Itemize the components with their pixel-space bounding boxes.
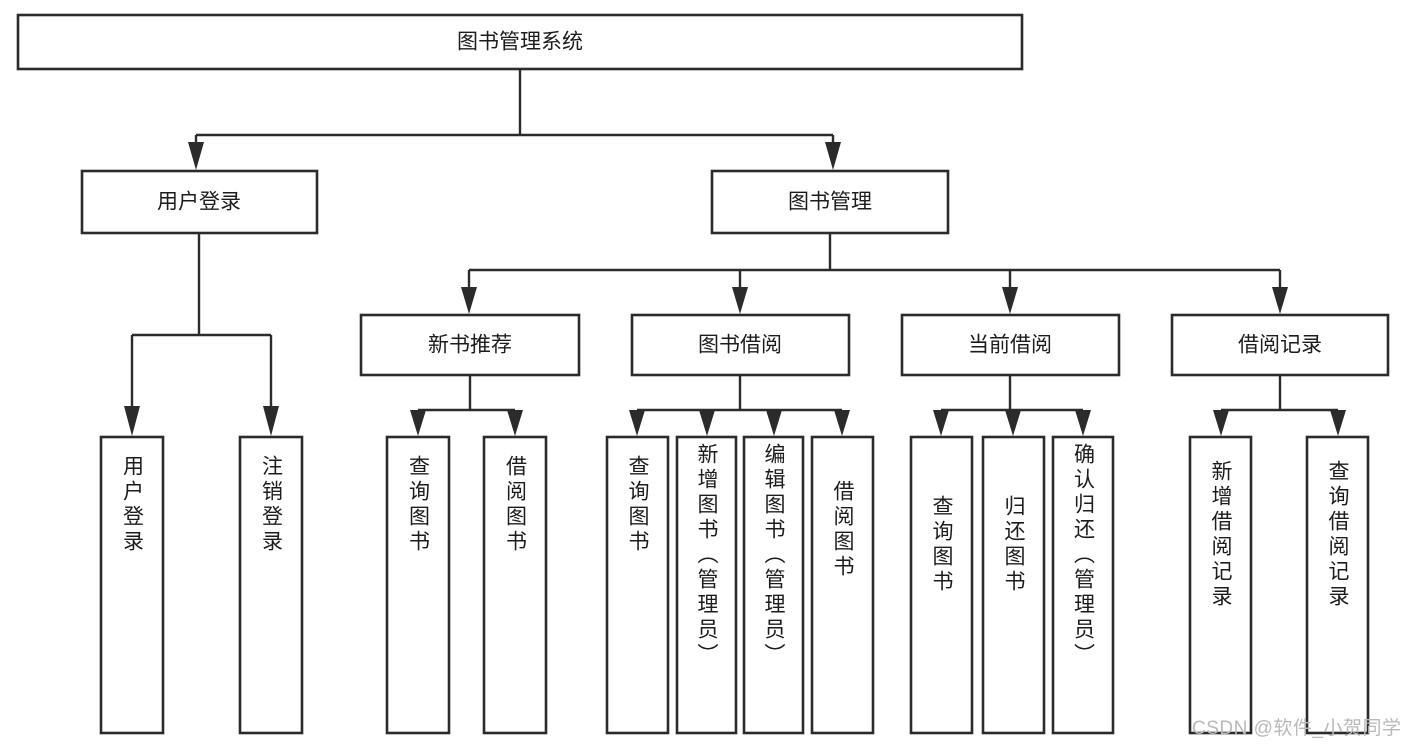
leaf-box-cb-query-book[interactable]: [909, 435, 974, 735]
arrow-bw-borrow-book: [834, 410, 850, 436]
arrow-book-mgmt: [825, 142, 841, 170]
arrow-nb-query-book: [410, 410, 426, 436]
arrow-cb-return-book: [1005, 410, 1021, 436]
node-current-borrow-box[interactable]: [900, 313, 1121, 377]
arrow-cb-query-book: [933, 410, 949, 436]
arrow-bw-add-book: [699, 410, 715, 436]
node-borrow-record-box[interactable]: [1170, 313, 1390, 377]
node-book-management-label: 图书管理: [788, 191, 872, 214]
node-root-label: 图书管理系统: [457, 31, 583, 54]
leaf-box-bw-edit-book[interactable]: [742, 435, 805, 735]
node-new-book-recommend-label: 新书推荐: [428, 334, 512, 357]
leaf-box-cb-return-book[interactable]: [981, 435, 1046, 735]
node-root-box[interactable]: [16, 13, 1024, 71]
leaf-box-nb-borrow-book[interactable]: [482, 435, 548, 735]
node-current-borrow-label: 当前借阅: [968, 334, 1052, 357]
node-book-management[interactable]: 图书管理: [710, 169, 950, 235]
leaf-box-bw-add-book[interactable]: [675, 435, 738, 735]
node-new-book-recommend-box[interactable]: [359, 313, 581, 377]
node-book-borrow-box[interactable]: [630, 313, 851, 377]
csdn-watermark: CSDN @软件_小贺同学: [1192, 718, 1402, 739]
arrow-br-add-record: [1213, 410, 1229, 436]
arrow-leaf-logout: [263, 406, 279, 436]
leaf-box-logout[interactable]: [238, 435, 304, 735]
arrow-nb-borrow-book: [507, 410, 523, 436]
arrow-newbook: [461, 287, 477, 314]
node-user-login-label: 用户登录: [157, 191, 241, 214]
arrow-record: [1272, 287, 1288, 314]
node-new-book-recommend[interactable]: 新书推荐: [359, 313, 581, 377]
leaf-box-br-query-record[interactable]: [1305, 435, 1370, 735]
node-borrow-record[interactable]: 借阅记录: [1170, 313, 1390, 377]
arrow-cb-confirm-return: [1075, 410, 1091, 436]
node-root[interactable]: 图书管理系统: [16, 13, 1024, 71]
leaf-box-cb-confirm-return[interactable]: [1051, 435, 1115, 735]
leaf-box-br-add-record[interactable]: [1188, 435, 1253, 735]
node-book-management-box[interactable]: [710, 169, 950, 235]
node-user-login[interactable]: 用户登录: [80, 169, 319, 235]
arrow-leaf-user-login: [124, 406, 140, 436]
arrow-bw-query-book: [629, 410, 645, 436]
leaf-box-bw-query-book[interactable]: [605, 435, 670, 735]
node-book-borrow[interactable]: 图书借阅: [630, 313, 851, 377]
node-book-borrow-label: 图书借阅: [698, 334, 782, 357]
leaf-boxes-layer: [99, 435, 1370, 735]
node-current-borrow[interactable]: 当前借阅: [900, 313, 1121, 377]
leaf-box-bw-borrow-book[interactable]: [810, 435, 875, 735]
leaf-box-nb-query-book[interactable]: [385, 435, 451, 735]
arrow-br-query-record: [1330, 410, 1346, 436]
leaf-box-user-login[interactable]: [99, 435, 165, 735]
node-user-login-box[interactable]: [80, 169, 319, 235]
arrow-bw-edit-book: [766, 410, 782, 436]
arrow-user-login: [188, 142, 204, 170]
arrow-current: [1002, 287, 1018, 314]
edges-layer: [124, 69, 1346, 436]
node-borrow-record-label: 借阅记录: [1238, 334, 1322, 357]
arrow-borrow: [732, 287, 748, 314]
